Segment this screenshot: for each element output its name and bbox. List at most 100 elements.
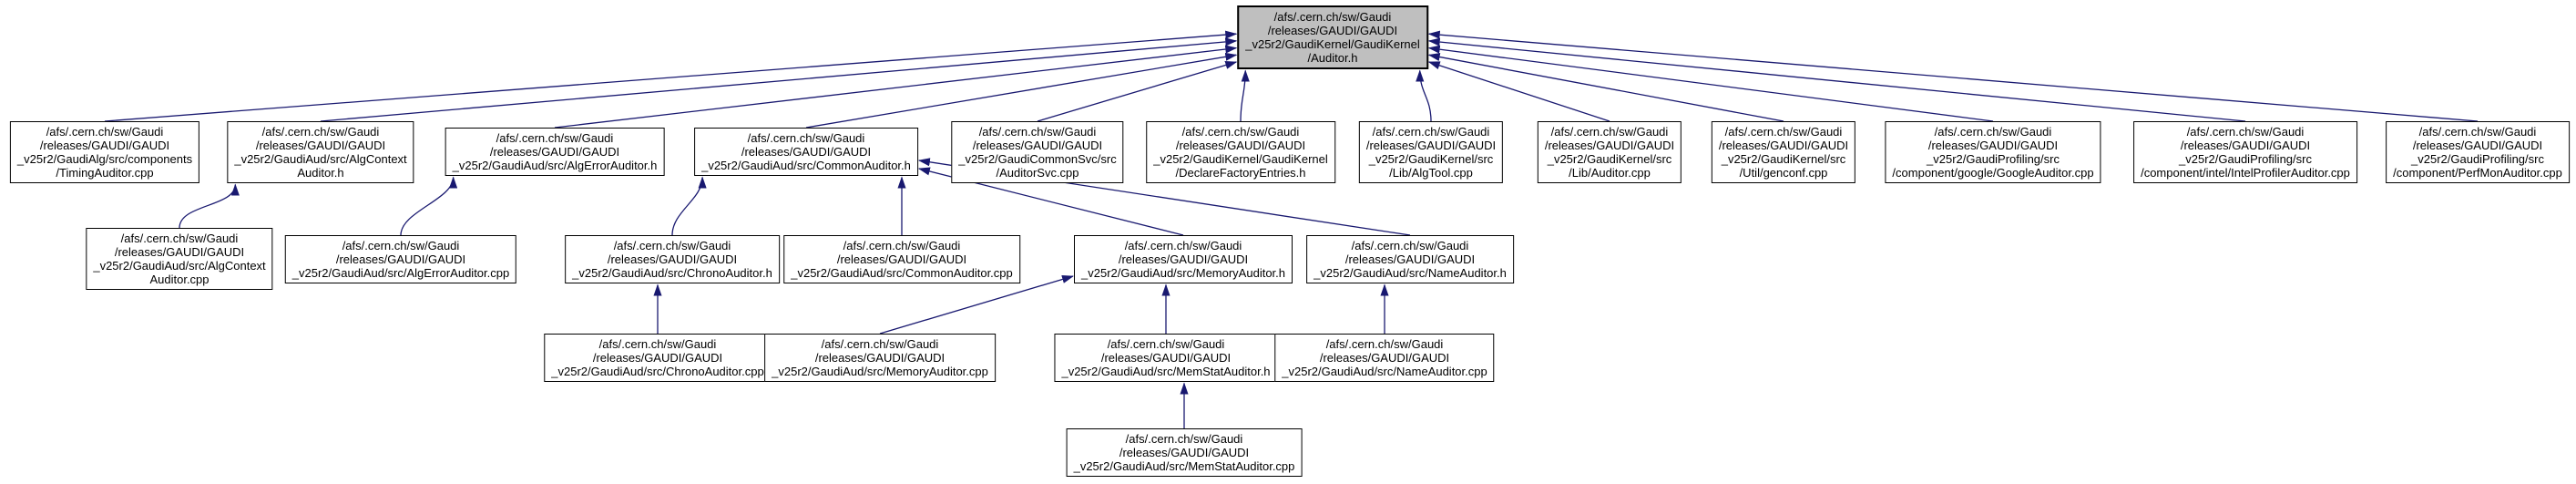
node-label-line: /afs/.cern.ch/sw/Gaudi bbox=[598, 337, 717, 351]
node-label-line: /releases/GAUDI/GAUDI bbox=[1544, 139, 1675, 152]
edge-alg-context-auditor-h-to-auditor-h bbox=[320, 37, 1238, 122]
node-label-line: _v25r2/GaudiAud/src/AlgContext bbox=[234, 152, 407, 166]
node-common-auditor-h[interactable]: /afs/.cern.ch/sw/Gaudi/releases/GAUDI/GA… bbox=[694, 128, 918, 176]
node-mem-stat-auditor-h[interactable]: /afs/.cern.ch/sw/Gaudi/releases/GAUDI/GA… bbox=[1054, 334, 1278, 382]
node-label-line: /releases/GAUDI/GAUDI bbox=[2412, 139, 2543, 152]
edge-perf-mon-auditor-cpp-to-auditor-h bbox=[1427, 30, 2479, 122]
node-label-line: /releases/GAUDI/GAUDI bbox=[489, 145, 620, 159]
node-label-line: /afs/.cern.ch/sw/Gaudi bbox=[1351, 239, 1469, 252]
node-label-line: _v25r2/GaudiAud/src/ChronoAuditor.h bbox=[572, 266, 772, 280]
node-label-line: /releases/GAUDI/GAUDI bbox=[1319, 351, 1450, 365]
node-label-line: /afs/.cern.ch/sw/Gaudi bbox=[46, 125, 164, 139]
node-label-line: _v25r2/GaudiKernel/GaudiKernel bbox=[1245, 37, 1420, 51]
node-label-line: /afs/.cern.ch/sw/Gaudi bbox=[747, 131, 865, 145]
edge-chrono-auditor-h-to-common-auditor-h bbox=[671, 176, 707, 236]
node-label-line: /releases/GAUDI/GAUDI bbox=[39, 139, 170, 152]
node-common-auditor-cpp[interactable]: /afs/.cern.ch/sw/Gaudi/releases/GAUDI/GA… bbox=[783, 235, 1020, 283]
node-label-line: _v25r2/GaudiProfiling/src bbox=[2411, 152, 2544, 166]
node-timing-auditor-cpp[interactable]: /afs/.cern.ch/sw/Gaudi/releases/GAUDI/GA… bbox=[9, 121, 200, 183]
node-label-line: /Auditor.h bbox=[1307, 51, 1358, 65]
node-auditor-cpp[interactable]: /afs/.cern.ch/sw/Gaudi/releases/GAUDI/GA… bbox=[1537, 121, 1682, 183]
node-label-line: /afs/.cern.ch/sw/Gaudi bbox=[978, 125, 1097, 139]
node-label-line: _v25r2/GaudiKernel/GaudiKernel bbox=[1153, 152, 1328, 166]
edge-alg-error-auditor-h-to-auditor-h bbox=[554, 45, 1238, 129]
node-label-line: _v25r2/GaudiAud/src/AlgErrorAuditor.cpp bbox=[291, 266, 510, 280]
node-label-line: /afs/.cern.ch/sw/Gaudi bbox=[1181, 125, 1300, 139]
node-label-line: /afs/.cern.ch/sw/Gaudi bbox=[1372, 125, 1490, 139]
node-label-line: _v25r2/GaudiAud/src/MemStatAuditor.cpp bbox=[1073, 459, 1295, 473]
node-google-auditor-cpp[interactable]: /afs/.cern.ch/sw/Gaudi/releases/GAUDI/GA… bbox=[1885, 121, 2101, 183]
node-auditor-h[interactable]: /afs/.cern.ch/sw/Gaudi/releases/GAUDI/GA… bbox=[1237, 5, 1428, 69]
node-label-line: /releases/GAUDI/GAUDI bbox=[592, 351, 723, 365]
node-label-line: _v25r2/GaudiAud/src/CommonAuditor.cpp bbox=[791, 266, 1013, 280]
node-alg-context-auditor-h[interactable]: /afs/.cern.ch/sw/Gaudi/releases/GAUDI/GA… bbox=[227, 121, 414, 183]
node-label-line: _v25r2/GaudiCommonSvc/src bbox=[958, 152, 1117, 166]
node-label-line: /Util/genconf.cpp bbox=[1739, 166, 1828, 180]
node-label-line: _v25r2/GaudiAud/src/NameAuditor.cpp bbox=[1282, 365, 1487, 378]
node-label-line: _v25r2/GaudiProfiling/src bbox=[2179, 152, 2312, 166]
node-label-line: /releases/GAUDI/GAUDI bbox=[1927, 139, 2059, 152]
node-label-line: /component/PerfMonAuditor.cpp bbox=[2393, 166, 2562, 180]
node-intel-profiler-auditor-cpp[interactable]: /afs/.cern.ch/sw/Gaudi/releases/GAUDI/GA… bbox=[2133, 121, 2357, 183]
node-label-line: Auditor.h bbox=[297, 166, 344, 180]
node-label-line: /afs/.cern.ch/sw/Gaudi bbox=[1107, 337, 1225, 351]
node-alg-error-auditor-h[interactable]: /afs/.cern.ch/sw/Gaudi/releases/GAUDI/GA… bbox=[445, 128, 665, 176]
edge-alg-tool-cpp-to-auditor-h bbox=[1416, 69, 1432, 122]
edge-auditor-cpp-to-auditor-h bbox=[1427, 61, 1610, 122]
node-label-line: /TimingAuditor.cpp bbox=[56, 166, 154, 180]
node-label-line: /releases/GAUDI/GAUDI bbox=[1119, 446, 1250, 459]
node-label-line: _v25r2/GaudiProfiling/src bbox=[1927, 152, 2060, 166]
node-name-auditor-cpp[interactable]: /afs/.cern.ch/sw/Gaudi/releases/GAUDI/GA… bbox=[1274, 334, 1495, 382]
node-chrono-auditor-cpp[interactable]: /afs/.cern.ch/sw/Gaudi/releases/GAUDI/GA… bbox=[544, 334, 772, 382]
node-label-line: /afs/.cern.ch/sw/Gaudi bbox=[261, 125, 380, 139]
node-label-line: _v25r2/GaudiAud/src/CommonAuditor.h bbox=[701, 159, 911, 172]
node-alg-tool-cpp[interactable]: /afs/.cern.ch/sw/Gaudi/releases/GAUDI/GA… bbox=[1358, 121, 1504, 183]
node-label-line: /afs/.cern.ch/sw/Gaudi bbox=[1124, 239, 1242, 252]
node-name-auditor-h[interactable]: /afs/.cern.ch/sw/Gaudi/releases/GAUDI/GA… bbox=[1306, 235, 1514, 283]
node-mem-stat-auditor-cpp[interactable]: /afs/.cern.ch/sw/Gaudi/releases/GAUDI/GA… bbox=[1066, 428, 1303, 477]
node-memory-auditor-h[interactable]: /afs/.cern.ch/sw/Gaudi/releases/GAUDI/GA… bbox=[1074, 235, 1293, 283]
edge-common-auditor-h-to-auditor-h bbox=[805, 52, 1238, 129]
node-label-line: /releases/GAUDI/GAUDI bbox=[1718, 139, 1849, 152]
edge-auditor-svc-cpp-to-auditor-h bbox=[1037, 61, 1238, 122]
node-chrono-auditor-h[interactable]: /afs/.cern.ch/sw/Gaudi/releases/GAUDI/GA… bbox=[565, 235, 780, 283]
node-label-line: /afs/.cern.ch/sw/Gaudi bbox=[1273, 10, 1392, 24]
node-label-line: /Lib/AlgTool.cpp bbox=[1389, 166, 1473, 180]
node-label-line: _v25r2/GaudiAud/src/AlgErrorAuditor.h bbox=[452, 159, 658, 172]
node-label-line: /releases/GAUDI/GAUDI bbox=[972, 139, 1103, 152]
node-label-line: /releases/GAUDI/GAUDI bbox=[1100, 351, 1232, 365]
edge-alg-error-auditor-cpp-to-alg-error-auditor-h bbox=[400, 176, 458, 236]
node-label-line: /afs/.cern.ch/sw/Gaudi bbox=[1724, 125, 1843, 139]
node-label-line: /releases/GAUDI/GAUDI bbox=[1267, 24, 1398, 37]
node-label-line: /Lib/Auditor.cpp bbox=[1569, 166, 1651, 180]
node-label-line: /releases/GAUDI/GAUDI bbox=[836, 252, 967, 266]
node-label-line: _v25r2/GaudiAud/src/MemStatAuditor.h bbox=[1061, 365, 1271, 378]
node-label-line: /afs/.cern.ch/sw/Gaudi bbox=[613, 239, 731, 252]
node-label-line: _v25r2/GaudiAud/src/AlgContext bbox=[93, 259, 266, 273]
node-alg-context-auditor-cpp[interactable]: /afs/.cern.ch/sw/Gaudi/releases/GAUDI/GA… bbox=[86, 228, 273, 290]
node-label-line: /AuditorSvc.cpp bbox=[996, 166, 1079, 180]
node-declare-factory-entries-h[interactable]: /afs/.cern.ch/sw/Gaudi/releases/GAUDI/GA… bbox=[1146, 121, 1335, 183]
node-label-line: /afs/.cern.ch/sw/Gaudi bbox=[342, 239, 460, 252]
node-genconf-cpp[interactable]: /afs/.cern.ch/sw/Gaudi/releases/GAUDI/GA… bbox=[1711, 121, 1856, 183]
node-label-line: /releases/GAUDI/GAUDI bbox=[1365, 139, 1497, 152]
node-label-line: _v25r2/GaudiAlg/src/components bbox=[16, 152, 193, 166]
node-label-line: /component/intel/IntelProfilerAuditor.cp… bbox=[2141, 166, 2350, 180]
node-label-line: /releases/GAUDI/GAUDI bbox=[2180, 139, 2311, 152]
node-label-line: _v25r2/GaudiKernel/src bbox=[1368, 152, 1494, 166]
edge-intel-profiler-auditor-cpp-to-auditor-h bbox=[1427, 37, 2246, 122]
node-label-line: /afs/.cern.ch/sw/Gaudi bbox=[1934, 125, 2052, 139]
node-label-line: _v25r2/GaudiKernel/src bbox=[1721, 152, 1846, 166]
node-auditor-svc-cpp[interactable]: /afs/.cern.ch/sw/Gaudi/releases/GAUDI/GA… bbox=[951, 121, 1124, 183]
node-label-line: /releases/GAUDI/GAUDI bbox=[741, 145, 872, 159]
node-label-line: /releases/GAUDI/GAUDI bbox=[607, 252, 738, 266]
node-perf-mon-auditor-cpp[interactable]: /afs/.cern.ch/sw/Gaudi/releases/GAUDI/GA… bbox=[2386, 121, 2570, 183]
node-label-line: Auditor.cpp bbox=[149, 273, 210, 286]
node-alg-error-auditor-cpp[interactable]: /afs/.cern.ch/sw/Gaudi/releases/GAUDI/GA… bbox=[284, 235, 517, 283]
node-label-line: _v25r2/GaudiKernel/src bbox=[1547, 152, 1672, 166]
node-label-line: _v25r2/GaudiAud/src/MemoryAuditor.cpp bbox=[772, 365, 988, 378]
edge-timing-auditor-cpp-to-auditor-h bbox=[104, 30, 1238, 122]
node-label-line: _v25r2/GaudiAud/src/NameAuditor.h bbox=[1314, 266, 1507, 280]
node-memory-auditor-cpp[interactable]: /afs/.cern.ch/sw/Gaudi/releases/GAUDI/GA… bbox=[764, 334, 996, 382]
edge-google-auditor-cpp-to-auditor-h bbox=[1427, 45, 1994, 122]
